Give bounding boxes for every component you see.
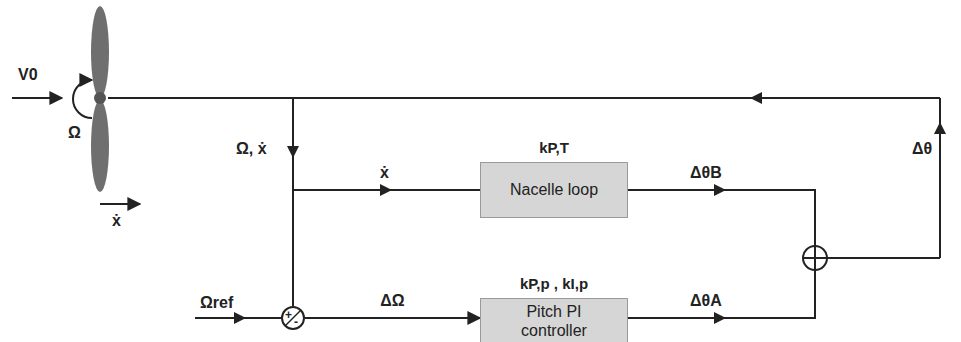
measurement-line [292, 98, 294, 306]
motion-arrow [100, 203, 140, 205]
rotor-blade [91, 6, 109, 98]
arrowhead [714, 312, 726, 324]
feedback-line [108, 97, 940, 99]
arrowhead [934, 122, 946, 134]
box-label: Pitch PI controller [489, 301, 619, 342]
box-label: Nacelle loop [500, 179, 608, 201]
signal-label: ΔθA [690, 292, 722, 310]
sign-symbol: + [285, 309, 292, 321]
wind-arrow [12, 97, 62, 99]
signal-connector [305, 317, 480, 319]
signal-line [628, 270, 815, 318]
arrowhead [750, 92, 762, 104]
rotor-blade [91, 100, 109, 192]
sum-junction [803, 246, 827, 270]
signal-label: Ω [68, 124, 81, 142]
gain-heading: kP,T [481, 139, 627, 156]
process-box: kP,TNacelle loop [480, 162, 628, 218]
edge-label: ΔΩ [380, 292, 404, 310]
comparator-outline [281, 306, 305, 330]
signal-label: ẋ [380, 164, 389, 182]
signal-label: V0 [18, 66, 38, 84]
signal-label: ΔθB [690, 164, 722, 182]
process-box: kP,p , kI,pPitch PI controller [480, 298, 628, 342]
sign-symbol: - [294, 316, 298, 328]
signal-line [628, 190, 815, 246]
signal-label: ẋ [112, 212, 121, 230]
sum-cross [814, 246, 816, 270]
arrowhead [714, 184, 726, 196]
signal-label: Δθ [912, 140, 932, 158]
rotation-arrow [73, 80, 92, 118]
comparator-circle: +- [281, 306, 305, 330]
gain-heading: kP,p , kI,p [481, 275, 627, 292]
arrowhead [287, 146, 299, 158]
signal-label: Ω, ẋ [236, 140, 267, 158]
feedback-line [827, 257, 940, 259]
arrowhead [234, 312, 246, 324]
rotor-hub [94, 92, 106, 104]
signal-label: Ωref [200, 294, 233, 312]
arrowhead [380, 184, 392, 196]
